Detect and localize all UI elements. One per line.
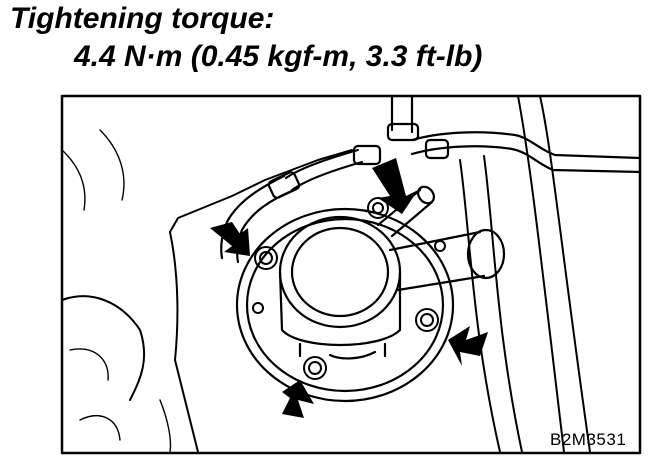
outlet-pipe [388,228,506,292]
body-panel [61,95,591,453]
figure-code: B2M3531 [550,430,627,449]
bolt-bottom [303,356,327,380]
figure-frame [60,94,642,455]
bolt-right [415,308,439,332]
torque-spec: 4.4 N·m (0.45 kgf-m, 3.3 ft-lb) [74,40,483,73]
pump-body [278,215,402,360]
torque-arrow-icon [282,380,314,418]
torque-title: Tightening torque: [10,2,275,35]
panel-texture [61,129,172,453]
torque-arrow-icon [372,158,418,214]
torque-arrow-icon [210,222,250,256]
torque-arrow-icon [448,326,488,366]
hose-upper [220,94,642,264]
pump-flange [235,207,455,403]
bolt-left [254,246,278,270]
